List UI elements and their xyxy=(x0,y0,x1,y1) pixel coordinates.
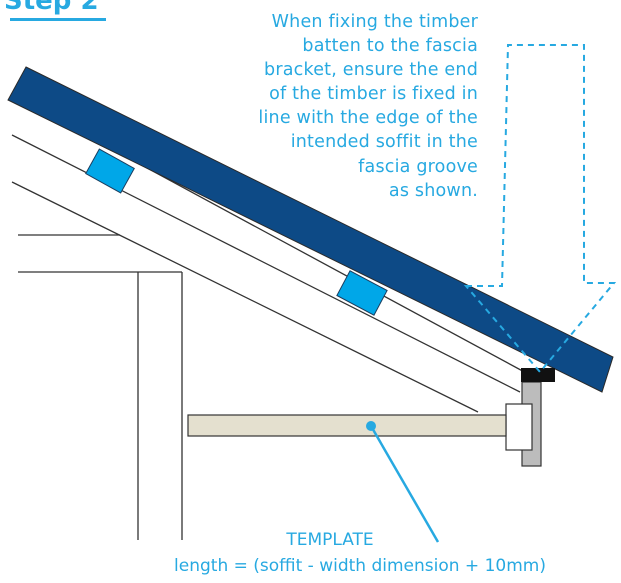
instruction-line: line with the edge of the xyxy=(258,108,478,129)
template-label: TEMPLATE xyxy=(286,530,374,550)
fascia-bracket-clip xyxy=(505,403,533,451)
rafter-bottom-line xyxy=(11,181,479,413)
template-leader-dot xyxy=(366,421,376,431)
fascia-board xyxy=(7,66,614,393)
instruction-line: When fixing the timber xyxy=(271,12,478,32)
instruction-line: batten to the fascia xyxy=(302,36,478,57)
instruction-line: intended soffit in the xyxy=(290,132,478,153)
timber-block-upper xyxy=(85,148,135,194)
step-heading-underline xyxy=(10,18,106,21)
template-leader-line xyxy=(369,425,440,543)
wall-structure xyxy=(18,234,183,540)
instruction-line: of the timber is fixed in xyxy=(269,84,478,105)
instruction-text: When fixing the timber batten to the fas… xyxy=(186,10,478,203)
template-length-formula: length = (soffit - width dimension + 10m… xyxy=(174,556,546,576)
template-board xyxy=(187,414,507,437)
instruction-line: bracket, ensure the end xyxy=(264,60,478,81)
instruction-line: as shown. xyxy=(388,180,478,201)
timber-batten-end xyxy=(521,368,555,382)
timber-block-lower xyxy=(336,270,388,316)
callout-dashed-outline xyxy=(463,44,617,374)
step-heading: Step 2 xyxy=(4,0,99,16)
instruction-line: fascia groove xyxy=(358,156,478,177)
